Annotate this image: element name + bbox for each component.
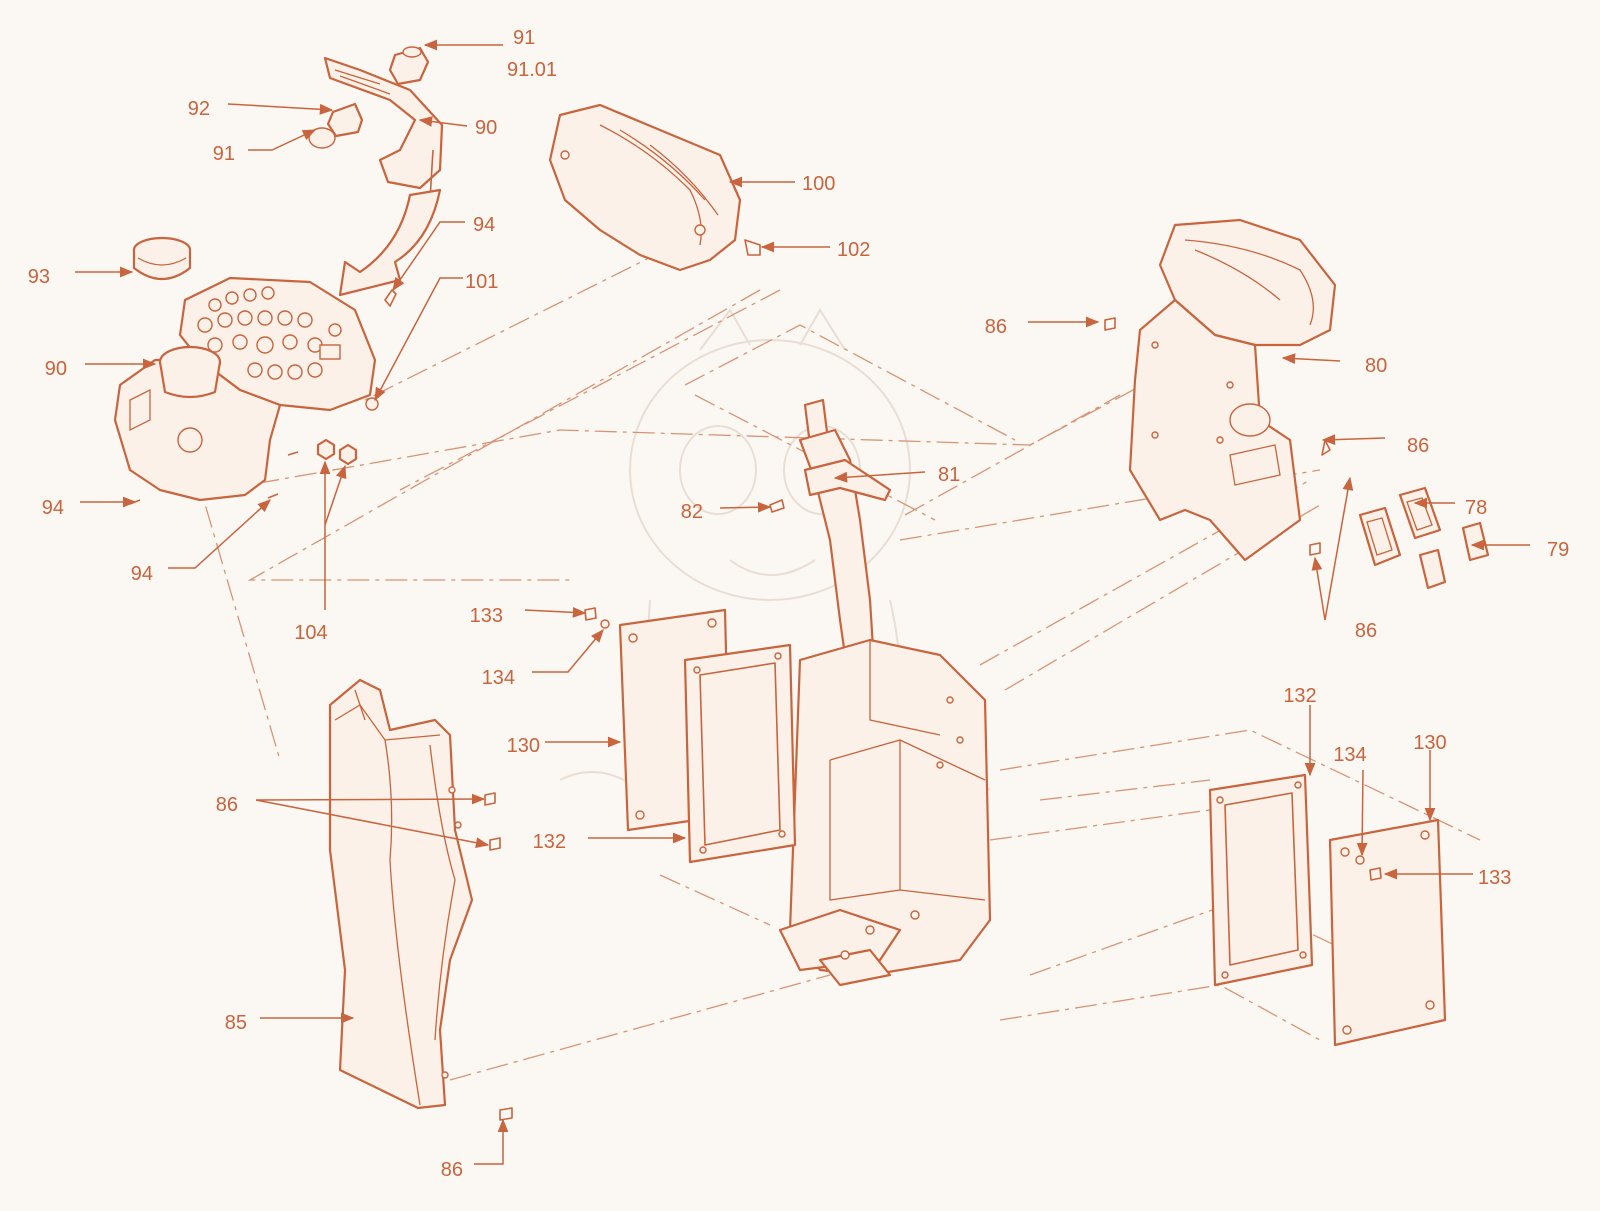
part-93-collar — [132, 236, 192, 280]
label-130-right: 130 — [1413, 732, 1446, 754]
label-133-left: 133 — [470, 605, 503, 627]
nuts-104 — [316, 438, 358, 466]
callout-labels: 91 91.01 92 90 91 100 94 102 93 101 86 9… — [28, 27, 1570, 1181]
label-91-left: 91 — [213, 143, 235, 165]
part-85-column-cover — [328, 678, 513, 1121]
console-buttons — [197, 286, 342, 380]
screw-133-left — [584, 607, 597, 621]
part-90-console — [113, 276, 397, 505]
label-86-c: 86 — [1355, 620, 1377, 642]
label-134-right: 134 — [1333, 744, 1366, 766]
label-81: 81 — [938, 464, 960, 486]
label-100: 100 — [802, 173, 835, 195]
part-130-right-panel — [1328, 818, 1447, 1047]
label-85: 85 — [225, 1012, 247, 1034]
label-130-left: 130 — [507, 735, 540, 757]
label-80: 80 — [1365, 355, 1387, 377]
label-86-e: 86 — [441, 1159, 463, 1181]
part-91-rings — [308, 46, 430, 149]
part-90-bracket — [323, 56, 444, 297]
part-100-cover — [548, 103, 761, 272]
label-79: 79 — [1547, 539, 1569, 561]
part-132-left-gasket — [683, 643, 797, 864]
label-92: 92 — [188, 98, 210, 120]
label-132-right: 132 — [1283, 685, 1316, 707]
label-91-top: 91 — [513, 27, 535, 49]
label-78: 78 — [1465, 497, 1487, 519]
label-132-left: 132 — [533, 831, 566, 853]
label-86-d: 86 — [216, 794, 238, 816]
label-134-left: 134 — [482, 667, 515, 689]
label-94-bottom: 94 — [131, 563, 153, 585]
leader-lines — [75, 39, 1530, 1165]
label-94-left: 94 — [42, 497, 64, 519]
label-101: 101 — [465, 271, 498, 293]
label-90-left: 90 — [45, 358, 67, 380]
washer-134-right — [1355, 855, 1365, 865]
label-82: 82 — [681, 501, 703, 523]
label-102: 102 — [837, 239, 870, 261]
label-90-top: 90 — [475, 117, 497, 139]
label-94-top: 94 — [473, 214, 495, 236]
label-104: 104 — [294, 622, 327, 644]
label-91-01: 91.01 — [507, 59, 557, 81]
part-132-right-gasket — [1208, 773, 1314, 987]
label-133-right: 133 — [1478, 867, 1511, 889]
washer-134-left — [600, 619, 610, 629]
label-86-b: 86 — [1407, 435, 1429, 457]
label-86-a: 86 — [985, 316, 1007, 338]
label-93: 93 — [28, 266, 50, 288]
main-frame — [778, 638, 992, 987]
part-80-housing — [1104, 218, 1337, 562]
screw-133-right — [1369, 867, 1382, 881]
